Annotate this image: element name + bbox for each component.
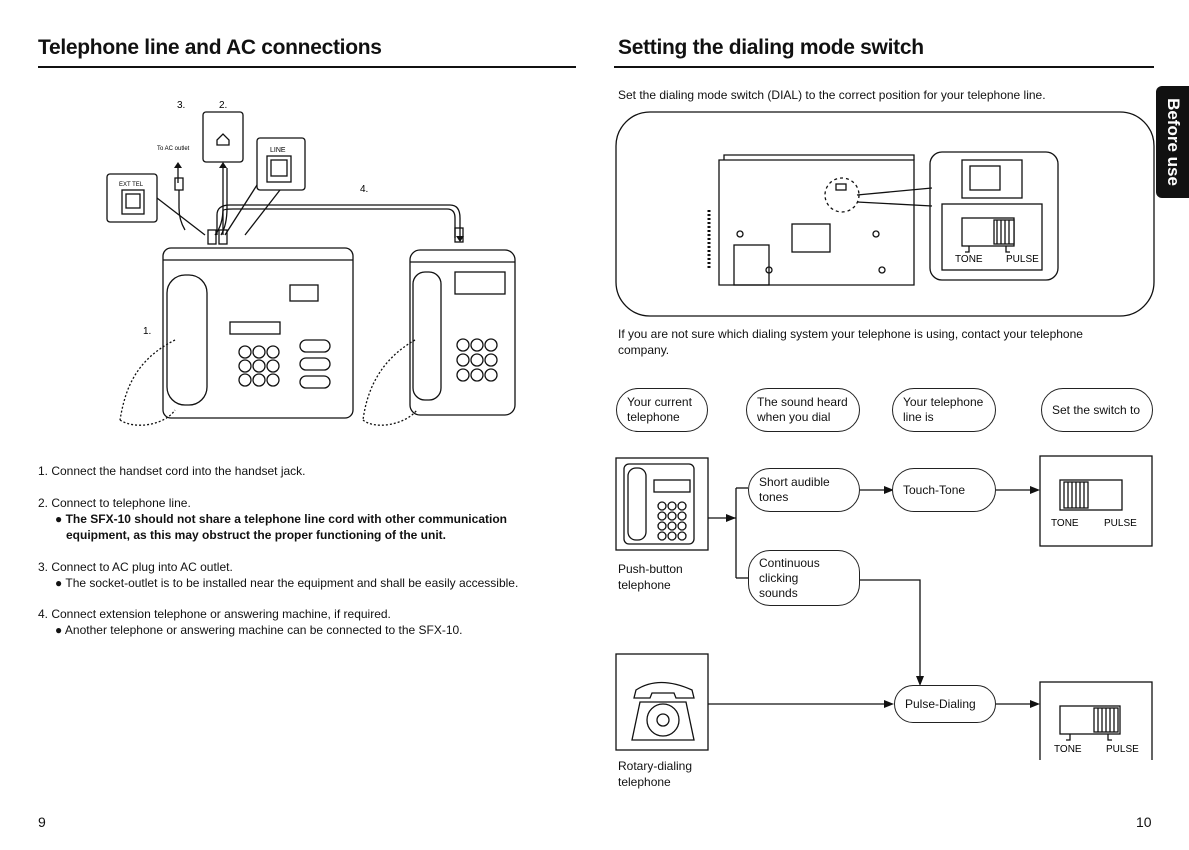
extension-phone <box>409 249 516 416</box>
step-4: 4. Connect extension telephone or answer… <box>38 607 391 621</box>
short-audible-line2: tones <box>759 490 789 504</box>
step-3: 3. Connect to AC plug into AC outlet. <box>38 560 233 574</box>
pulse-switch-box <box>1039 681 1153 760</box>
bullet-icon: ● <box>55 623 65 637</box>
header-current-telephone-line1: Your current <box>627 395 692 409</box>
label-to-ac-outlet: To AC outlet <box>157 146 190 152</box>
label-step-2: 2. <box>219 100 227 111</box>
pulse-box-tone-label: TONE <box>1054 744 1082 755</box>
continuous-line2: clicking <box>759 570 799 585</box>
step-3-bullet-text: The socket-outlet is to be installed nea… <box>65 576 519 590</box>
right-page-title: Setting the dialing mode switch <box>618 36 924 59</box>
step-2-bullet-text: The SFX-10 should not share a telephone … <box>65 512 507 526</box>
tone-switch-box <box>1039 455 1153 547</box>
short-audible-line1: Short audible <box>759 475 830 489</box>
dial-switch-illustration: TONE PULSE <box>615 111 1155 317</box>
step-2-bullet-cont: equipment, as this may obstruct the prop… <box>66 528 447 542</box>
fax-machine <box>162 247 354 419</box>
rotary-label-1: Rotary-dialing <box>618 759 693 773</box>
switch-pulse-label: PULSE <box>1006 254 1039 265</box>
note-line-1: If you are not sure which dialing system… <box>618 327 1083 341</box>
flow-diagram: TONE PULSE TONE PULSE <box>615 455 1153 760</box>
tone-box-pulse-label: PULSE <box>1104 518 1137 529</box>
line-jack-box <box>256 137 306 191</box>
push-button-label-2: telephone <box>618 578 671 592</box>
header-sound-heard-line1: The sound heard <box>757 395 848 409</box>
left-title-rule <box>38 66 576 68</box>
label-ext-tel: EXT TEL <box>119 182 144 188</box>
step-2: 2. Connect to telephone line. <box>38 496 191 510</box>
switch-tone-label: TONE <box>955 254 983 265</box>
right-title-rule <box>614 66 1154 68</box>
page-number-left: 9 <box>38 814 46 830</box>
tone-box-tone-label: TONE <box>1051 518 1079 529</box>
label-step-4: 4. <box>360 184 368 195</box>
push-button-label-1: Push-button <box>618 562 683 576</box>
step-3-bullet: ● The socket-outlet is to be installed n… <box>55 575 518 591</box>
pulse-dialing-result: Pulse-Dialing <box>894 685 996 723</box>
label-step-3: 3. <box>177 100 185 111</box>
note-line-2: company. <box>618 343 670 357</box>
header-set-switch-line1: Set the switch to <box>1052 402 1141 417</box>
label-line: LINE <box>270 147 286 154</box>
pulse-box-pulse-label: PULSE <box>1106 744 1139 755</box>
step-4-bullet: ● Another telephone or answering machine… <box>55 622 463 638</box>
header-telephone-line-line1: Your telephone <box>903 395 984 409</box>
touch-tone-label: Touch-Tone <box>903 482 966 497</box>
header-telephone-line-line2: line is <box>903 410 934 424</box>
push-button-phone-image <box>615 457 709 551</box>
header-sound-heard-line2: when you dial <box>757 410 831 424</box>
rotary-phone-image <box>615 653 709 751</box>
rotary-label-2: telephone <box>618 775 671 789</box>
continuous-line1: Continuous <box>759 555 820 570</box>
step-4-bullet-text: Another telephone or answering machine c… <box>64 623 463 637</box>
before-use-tab: Before use <box>1156 86 1189 198</box>
touch-tone-result: Touch-Tone <box>892 468 996 512</box>
before-use-tab-label: Before use <box>1163 98 1183 186</box>
pulse-dialing-label: Pulse-Dialing <box>905 696 976 711</box>
continuous-line3: sounds <box>759 585 798 600</box>
label-step-1: 1. <box>143 326 151 337</box>
step-2-bullet: ● The SFX-10 should not share a telephon… <box>55 511 507 527</box>
page-number-right: 10 <box>1136 814 1152 830</box>
left-page-title: Telephone line and AC connections <box>38 36 382 59</box>
header-set-switch: Set the switch to <box>1041 388 1153 432</box>
step-1: 1. Connect the handset cord into the han… <box>38 464 306 478</box>
bullet-icon: ● <box>55 576 66 590</box>
wall-jack-box <box>202 111 244 163</box>
connection-diagram: 3. 2. 4. 1. To AC outlet LINE EXT TEL <box>106 100 516 426</box>
intro-text: Set the dialing mode switch (DIAL) to th… <box>618 88 1046 102</box>
header-current-telephone-line2: telephone <box>627 410 680 424</box>
bullet-icon: ● <box>55 512 66 526</box>
